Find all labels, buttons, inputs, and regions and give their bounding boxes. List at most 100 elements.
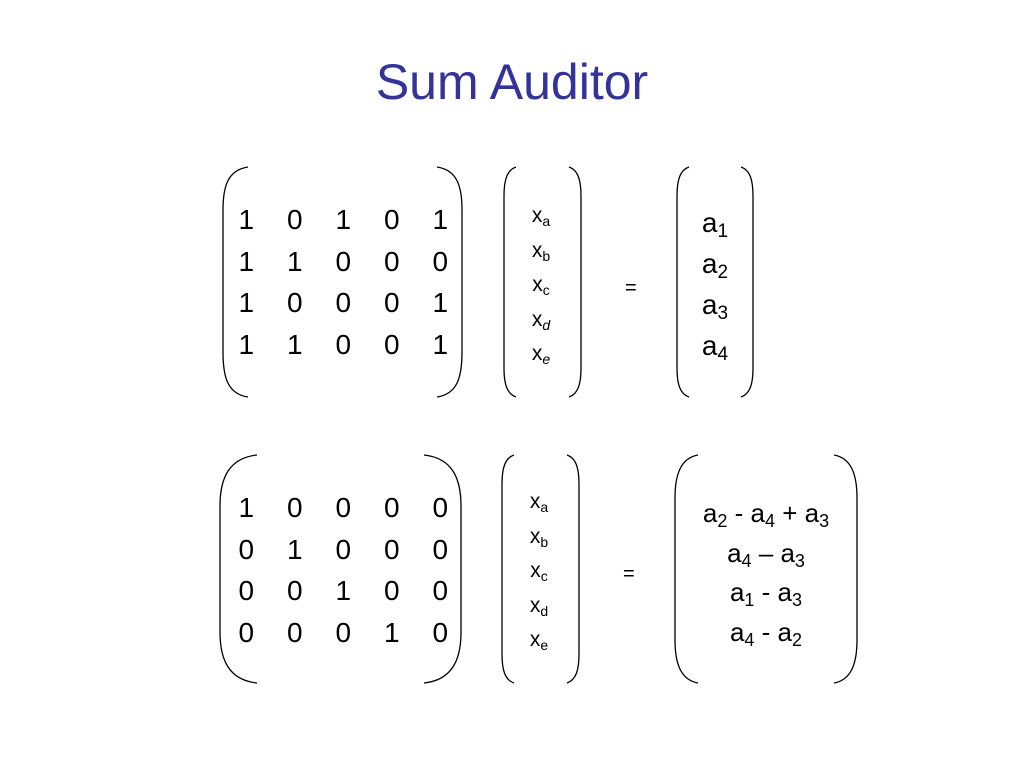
result-term: a	[727, 537, 742, 568]
result-term: a	[701, 330, 718, 361]
result-entry: a2 - a4 + a3	[676, 494, 856, 534]
matrix-cell: 0	[335, 492, 352, 523]
matrix-cell: 0	[432, 533, 449, 565]
vector-entry: xe	[510, 337, 572, 372]
result-subscript: 4	[741, 550, 752, 571]
matrix-cell: 0	[432, 616, 449, 648]
matrix-cell: 1	[432, 204, 449, 235]
vector-right-paren	[566, 454, 580, 684]
result-term: a	[729, 616, 745, 647]
matrix-cell: 1	[335, 575, 352, 606]
equals-sign: =	[625, 277, 637, 299]
matrix-cell: 0	[383, 575, 400, 606]
variable-subscript: a	[542, 213, 551, 229]
matrix-cell: 1	[383, 616, 400, 648]
matrix-right-paren	[423, 454, 462, 684]
result-term: a	[729, 577, 745, 607]
variable-symbol: x	[531, 342, 543, 365]
result-subscript: 2	[792, 629, 803, 650]
variable-subscript: e	[540, 637, 549, 653]
result-term: a	[701, 248, 718, 279]
result-term: - a	[727, 498, 765, 528]
result-entry: a4 – a3	[676, 534, 856, 574]
variable-subscript: a	[540, 499, 549, 515]
variable-subscript: c	[540, 568, 548, 584]
matrix-cell: 0	[383, 287, 400, 318]
matrix-cell: 0	[432, 492, 449, 523]
result-right-paren	[740, 166, 754, 398]
variable-subscript: d	[542, 316, 551, 333]
matrix-cell: 1	[286, 533, 303, 565]
matrix-cell: 1	[238, 245, 255, 277]
result-entry: a4	[680, 325, 750, 366]
matrix-cell: 0	[335, 245, 352, 277]
variable-symbol: x	[532, 273, 543, 296]
vector-entry: xa	[508, 485, 570, 520]
result-term: a	[701, 289, 718, 320]
variable-symbol: x	[531, 307, 543, 331]
vector-entry: xe	[508, 623, 570, 658]
result-subscript: 4	[764, 511, 775, 531]
matrix-cell: 1	[238, 287, 255, 318]
matrix-cell: 0	[383, 492, 400, 523]
slide-title: Sum Auditor	[375, 54, 649, 110]
result-right-paren	[833, 454, 858, 684]
matrix-cell: 0	[286, 287, 303, 318]
matrix-cell: 0	[286, 492, 303, 523]
matrix-cell: 0	[286, 575, 303, 606]
matrix-cell: 1	[286, 245, 303, 277]
matrix-cell: 0	[432, 245, 449, 277]
matrix-cell: 0	[432, 575, 449, 606]
variable-symbol: x	[529, 593, 541, 617]
matrix-right-paren	[436, 166, 463, 398]
matrix-cell: 0	[238, 616, 255, 648]
result-term: + a	[774, 498, 820, 528]
vector-entry: xd	[508, 589, 570, 624]
result-subscript: 3	[792, 590, 803, 610]
result-term: - a	[754, 616, 793, 647]
variable-symbol: x	[529, 628, 541, 651]
matrix-cell: 1	[238, 328, 255, 360]
variable-subscript: e	[542, 351, 551, 367]
variable-subscript: c	[542, 282, 550, 298]
result-entry: a4 - a2	[676, 613, 856, 653]
matrix-cell: 0	[335, 328, 352, 360]
matrix-cell: 0	[335, 616, 352, 648]
result-left-paren	[674, 454, 699, 684]
result-subscript: 2	[717, 262, 729, 283]
vector-right-paren	[568, 166, 582, 398]
variable-symbol: x	[530, 559, 541, 582]
result-subscript: 3	[717, 303, 729, 324]
variable-symbol: x	[529, 524, 541, 548]
matrix-cell: 1	[432, 287, 449, 318]
variable-symbol: x	[529, 490, 541, 513]
vector-entry: xa	[510, 199, 572, 234]
variable-subscript: d	[540, 602, 549, 619]
variable-symbol: x	[531, 204, 543, 227]
variable-symbol: x	[531, 238, 543, 262]
vector-entry: xb	[508, 520, 570, 555]
result-term: a	[701, 207, 718, 238]
variable-subscript: b	[540, 533, 549, 550]
result-entry: a3	[680, 284, 750, 325]
vector-entry: xc	[508, 554, 570, 589]
variable-subscript: b	[542, 247, 551, 264]
matrix-left-paren	[219, 454, 258, 684]
matrix-cell: 1	[335, 204, 352, 235]
result-subscript: 4	[744, 629, 755, 650]
matrix-cell: 0	[335, 287, 352, 318]
vector-entry: xb	[510, 234, 572, 269]
matrix-cell: 0	[383, 204, 400, 235]
equals-sign: =	[623, 563, 635, 585]
result-term: a	[702, 498, 718, 528]
matrix-cell: 0	[335, 533, 352, 565]
